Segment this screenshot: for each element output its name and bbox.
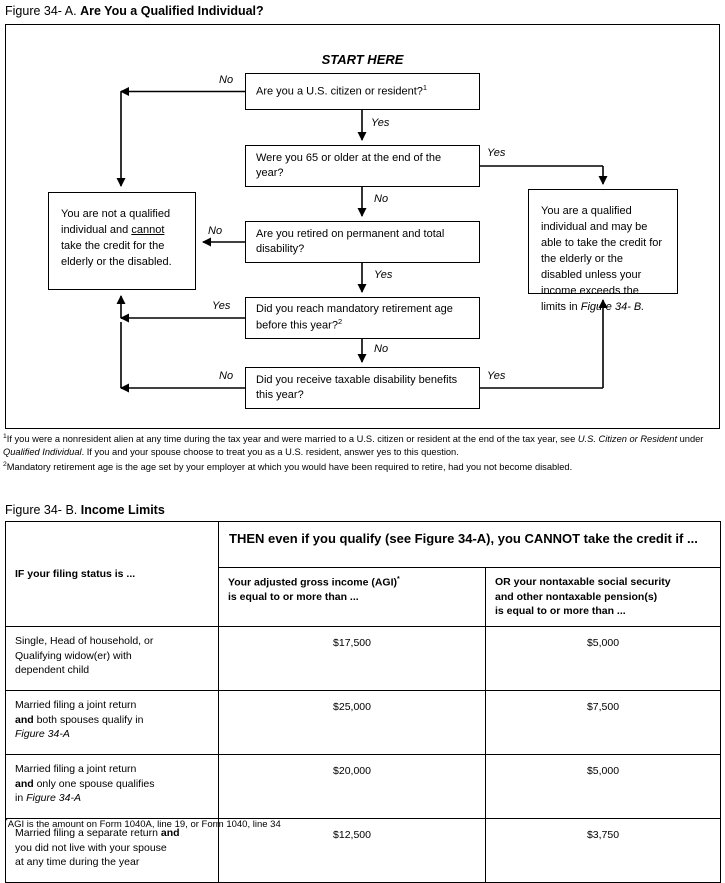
row-status-2: Married filing a joint return and only o…: [5, 754, 219, 820]
table-row: Married filing a joint return and only o…: [5, 754, 721, 820]
node-age-65-text: Were you 65 or older at the end of the y…: [256, 152, 442, 179]
node-mandatory-retirement[interactable]: Did you reach mandatory retirement age b…: [245, 297, 480, 339]
node-age-65[interactable]: Were you 65 or older at the end of the y…: [245, 145, 480, 187]
edge-label-start-yes: Yes: [371, 117, 390, 129]
outcome-qualified: You are a qualified individual and may b…: [528, 189, 678, 313]
table-row: Married filing a joint return and both s…: [5, 690, 721, 756]
footnote-1: 1If you were a nonresident alien at any …: [3, 433, 704, 458]
figure-b-reference: Figure 34- B.: [580, 300, 645, 313]
figure-a-label: Figure 34- A.: [5, 4, 77, 18]
start-here-label: START HERE: [321, 52, 404, 67]
figure-b-footnote: *AGI is the amount on Form 1040A, line 1…: [5, 818, 281, 831]
node-us-citizen-text: Are you a U.S. citizen or resident?1: [256, 83, 428, 98]
node-retired-disability-text: Are you retired on permanent and total d…: [256, 228, 445, 255]
header-then-cannot: THEN even if you qualify (see Figure 34-…: [218, 521, 721, 568]
row-status-0: Single, Head of household, or Qualifying…: [5, 626, 219, 692]
node-mandatory-retirement-text: Did you reach mandatory retirement age b…: [256, 303, 453, 332]
header-filing-status: IF your filing status is ...: [5, 520, 219, 628]
row-ss-2: $5,000: [485, 754, 721, 820]
figure-a-heading: Are You a Qualified Individual?: [80, 4, 264, 18]
node-taxable-disability-benefits[interactable]: Did you receive taxable disability benef…: [245, 367, 480, 409]
edge-label-age-no: No: [374, 193, 389, 205]
figure-b-label: Figure 34- B.: [5, 503, 78, 517]
footnote-2: 2Mandatory retirement age is the age set…: [3, 461, 573, 473]
row-agi-1: $25,000: [218, 690, 486, 756]
figure-b-title: Figure 34- B. Income Limits: [5, 503, 165, 517]
row-ss-1: $7,500: [485, 690, 721, 756]
figure-a-title: Figure 34- A. Are You a Qualified Indivi…: [5, 4, 264, 18]
header-agi: Your adjusted gross income (AGI)* is equ…: [218, 566, 486, 628]
edge-label-mandatory-no: No: [374, 343, 389, 355]
node-retired-disability[interactable]: Are you retired on permanent and total d…: [245, 221, 480, 263]
footnote-ref-2: 2: [337, 317, 343, 327]
table-header-row-1: IF your filing status is ... THEN even i…: [5, 520, 721, 628]
edge-label-age-yes: Yes: [487, 147, 506, 159]
row-agi-0: $17,500: [218, 626, 486, 692]
node-taxable-disability-benefits-text: Did you receive taxable disability benef…: [256, 374, 458, 401]
table-header-row-2: Your adjusted gross income (AGI)* is equ…: [6, 566, 721, 628]
figure-a-footnotes: 1If you were a nonresident alien at any …: [3, 432, 723, 475]
and-emphasis: and: [15, 777, 34, 790]
outcome-not-qualified: You are not a qualified individual and c…: [48, 192, 196, 290]
and-emphasis: and: [15, 713, 34, 726]
cannot-emphasis: cannot: [131, 223, 165, 236]
edge-label-start-no: No: [219, 74, 234, 86]
figure-b-heading: Income Limits: [80, 503, 165, 517]
row-ss-0: $5,000: [485, 626, 721, 692]
row-status-1: Married filing a joint return and both s…: [5, 690, 219, 756]
figure-a-ref: Figure 34-A: [26, 792, 81, 805]
outcome-not-qualified-text: You are not a qualified individual and c…: [61, 208, 172, 268]
edge-label-mandatory-yes: Yes: [212, 300, 231, 312]
row-ss-3: $3,750: [485, 818, 721, 883]
edge-label-benefits-yes: Yes: [487, 370, 506, 382]
row-agi-2: $20,000: [218, 754, 486, 820]
node-us-citizen[interactable]: Are you a U.S. citizen or resident?1: [245, 73, 480, 110]
edge-label-retired-no: No: [208, 225, 223, 237]
figure-a-ref: Figure 34-A: [15, 728, 70, 741]
footnote-ref-1: 1: [422, 83, 428, 93]
table-row: Single, Head of household, or Qualifying…: [5, 626, 721, 692]
edge-label-benefits-no: No: [219, 370, 234, 382]
header-nontaxable-social-security: OR your nontaxable social security and o…: [485, 566, 721, 628]
edge-label-retired-yes: Yes: [374, 269, 393, 281]
outcome-qualified-text: You are a qualified individual and may b…: [541, 205, 663, 313]
